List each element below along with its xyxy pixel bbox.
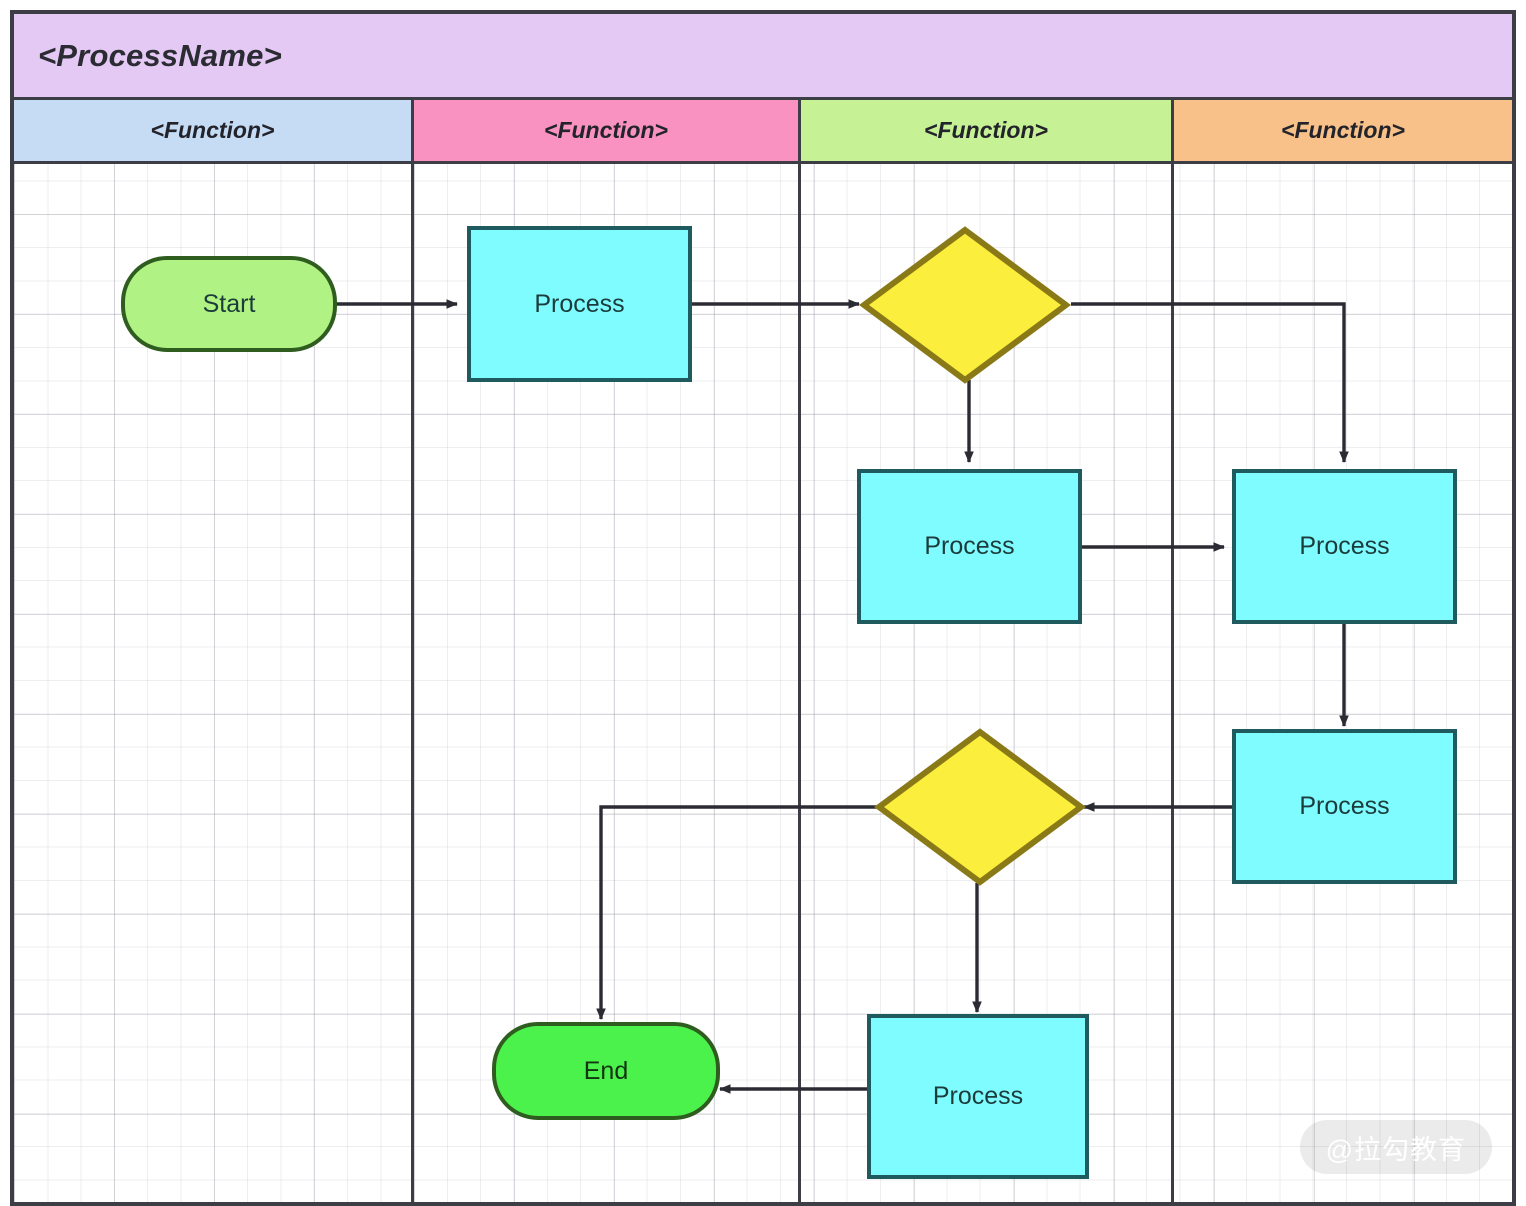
pool-title-text: <ProcessName>: [38, 37, 282, 73]
node-process5[interactable]: Process: [867, 1014, 1089, 1179]
node-end[interactable]: End: [492, 1022, 720, 1120]
lane-header-1[interactable]: <Function>: [414, 100, 801, 164]
diamond-shape-2: [874, 728, 1086, 886]
watermark-badge: @拉勾教育: [1299, 1120, 1492, 1174]
watermark-text: @拉勾教育: [1325, 1134, 1466, 1165]
node-process2-label: Process: [924, 532, 1015, 560]
lane-header-row: <Function> <Function> <Function> <Functi…: [14, 100, 1512, 164]
lane-divider-1-2: [798, 164, 801, 1202]
lane-divider-0-1: [411, 164, 414, 1202]
lane-header-0[interactable]: <Function>: [14, 100, 414, 164]
lane-header-0-label: <Function>: [150, 117, 275, 143]
node-end-label: End: [583, 1056, 629, 1085]
lane-header-3[interactable]: <Function>: [1174, 100, 1512, 164]
edge-decision2-end: [596, 805, 880, 1020]
node-process4-label: Process: [1299, 792, 1390, 820]
diamond-shape-1: [859, 226, 1071, 384]
swimlane-pool: <ProcessName> <Function> <Function> <Fun…: [10, 10, 1516, 1206]
node-decision1[interactable]: [859, 225, 1071, 385]
pool-title-bar[interactable]: <ProcessName>: [14, 14, 1512, 100]
lane-header-2[interactable]: <Function>: [801, 100, 1174, 164]
node-process3[interactable]: Process: [1232, 469, 1457, 624]
node-process2[interactable]: Process: [857, 469, 1082, 624]
node-decision2[interactable]: [874, 727, 1086, 887]
lane-header-2-label: <Function>: [924, 117, 1048, 143]
node-start[interactable]: Start: [121, 256, 337, 352]
edge-decision1-process3: [1071, 302, 1349, 463]
node-start-label: Start: [202, 289, 256, 318]
node-process4[interactable]: Process: [1232, 729, 1457, 884]
node-process3-label: Process: [1299, 532, 1390, 560]
lane-header-3-label: <Function>: [1281, 117, 1405, 143]
node-process5-label: Process: [932, 1082, 1024, 1110]
lane-header-1-label: <Function>: [544, 117, 668, 143]
lane-divider-2-3: [1171, 164, 1174, 1202]
node-process1[interactable]: Process: [467, 226, 692, 382]
node-process1-label: Process: [534, 289, 625, 318]
